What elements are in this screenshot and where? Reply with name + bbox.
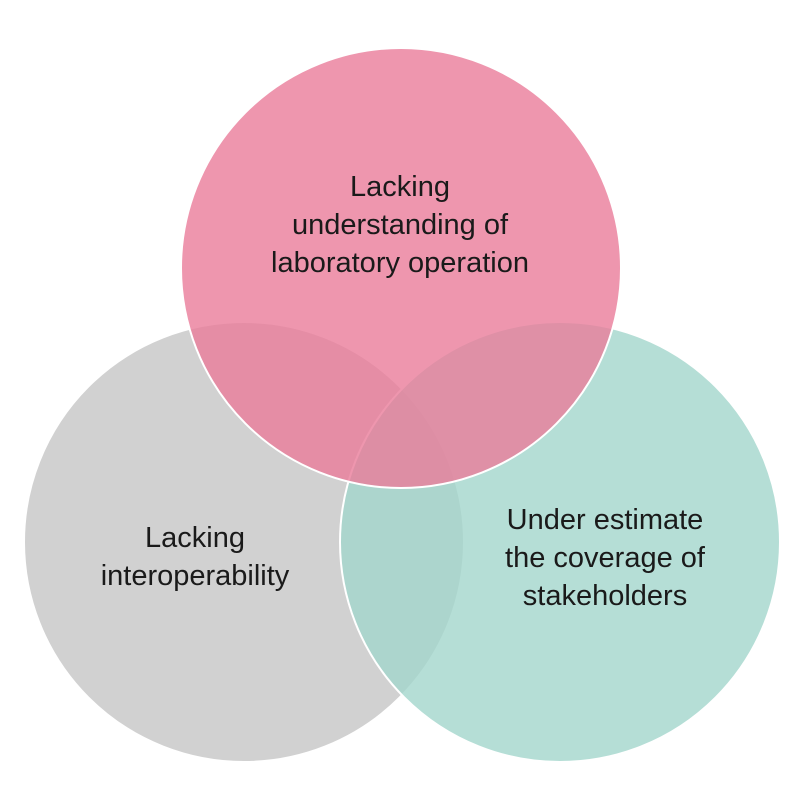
circle-right-label-line-3: stakeholders [522, 580, 688, 612]
circle-top-label: Lacking understanding of laboratory oper… [250, 168, 550, 282]
circle-top [180, 47, 622, 489]
circle-left-label-line-1: Lacking [145, 522, 245, 554]
circle-right-label-line-2: the coverage of [505, 542, 705, 574]
circle-left-label: Lacking interoperability [60, 519, 330, 595]
circle-top-label-line-2: understanding of [291, 209, 509, 241]
circle-top-label-line-1: Lacking [350, 171, 450, 203]
circle-right-label-line-1: Under estimate [506, 504, 704, 536]
circle-right-label: Under estimate the coverage of stakehold… [455, 501, 755, 615]
circle-left-label-line-2: interoperability [100, 560, 290, 592]
circle-top-label-line-3: laboratory operation [271, 247, 529, 279]
